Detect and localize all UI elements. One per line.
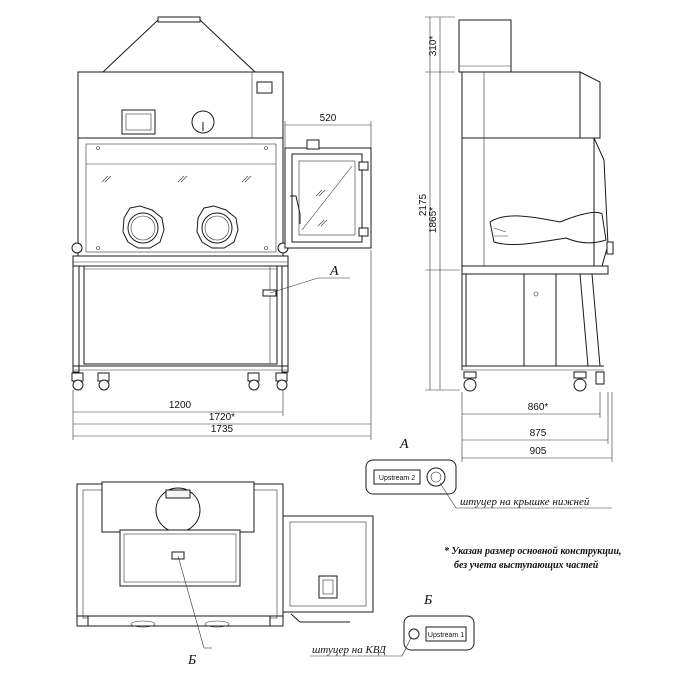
fitting-a xyxy=(262,289,277,297)
side-view xyxy=(458,19,614,392)
dim-860: 860* xyxy=(528,402,549,413)
upstream-2-label: Upstream 2 xyxy=(379,475,415,482)
dim-1865: 1865* xyxy=(428,207,439,233)
dim-1200: 1200 xyxy=(169,400,192,411)
front-view xyxy=(71,16,372,391)
upstream-1-label: Upstream 1 xyxy=(428,632,464,639)
detail-b-caption: штуцер на КВД xyxy=(312,644,387,656)
front-small-panel xyxy=(256,81,273,94)
front-hood-cap xyxy=(157,16,201,23)
dim-1720: 1720* xyxy=(209,412,235,423)
dim-520: 520 xyxy=(320,113,337,124)
dim-1735: 1735 xyxy=(211,424,234,435)
side-hood xyxy=(458,19,512,73)
upstream-2-button[interactable] xyxy=(373,469,421,485)
detail-a-title: А xyxy=(399,437,409,452)
callout-b-letter: Б xyxy=(187,653,196,668)
front-hood xyxy=(101,19,257,73)
dim-2175: 2175 xyxy=(418,193,429,216)
detail-a-fitting xyxy=(426,467,446,487)
front-side-box xyxy=(284,139,372,249)
glove-port-left xyxy=(122,205,165,249)
dim-905: 905 xyxy=(530,446,547,457)
front-glove-window-section xyxy=(77,137,284,257)
side-glove xyxy=(489,211,607,246)
detail-a: А Upstream 2 штуцер на крышке нижней xyxy=(365,437,612,509)
note-line-1: * Указан размер основной конструкции, xyxy=(444,546,622,557)
detail-b-fitting xyxy=(408,628,420,640)
upstream-1-button[interactable] xyxy=(425,626,467,642)
detail-a-caption: штуцер на крышке нижней xyxy=(460,496,590,508)
front-wheels xyxy=(71,372,288,391)
front-lower-cabinet xyxy=(83,265,278,365)
callout-a-letter: А xyxy=(329,264,339,279)
front-upper-body xyxy=(77,71,284,139)
detail-b-title: Б xyxy=(423,593,432,608)
note-line-2: без учета выступающих частей xyxy=(454,560,599,571)
control-display xyxy=(121,109,156,135)
dim-310: 310* xyxy=(428,36,439,57)
top-view: Б xyxy=(76,481,374,668)
general-note: * Указан размер основной конструкции, бе… xyxy=(444,546,622,571)
dim-875: 875 xyxy=(530,428,547,439)
detail-b: Б Upstream 1 штуцер на КВД xyxy=(310,593,475,657)
glove-port-right xyxy=(196,205,239,249)
side-dimensions: 310* 2175 1865* 860* 875 905 xyxy=(418,16,613,462)
front-work-surface xyxy=(72,255,289,267)
front-dimensions: 520 1200 1720* 1735 А xyxy=(72,113,372,440)
